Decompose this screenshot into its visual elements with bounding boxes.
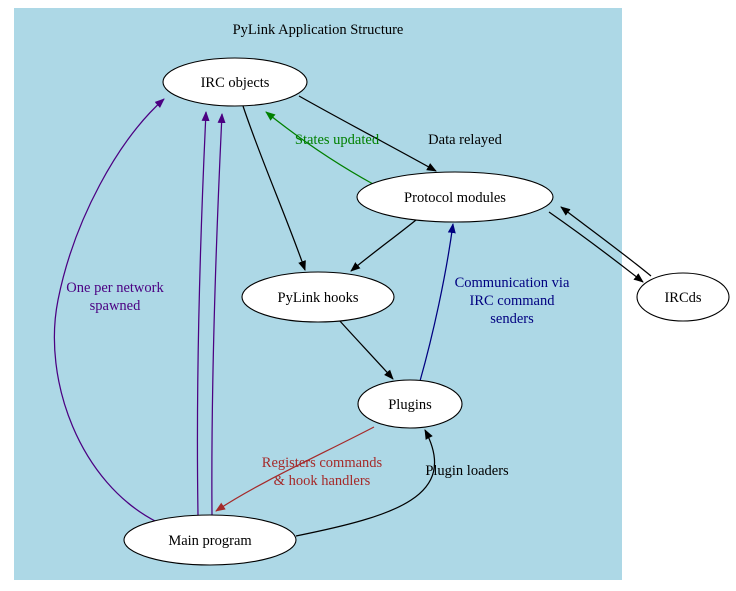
- edge-protocol-modules-to-irc-objects: [265, 111, 374, 185]
- edge-label-registers-line2: & hook handlers: [274, 473, 371, 489]
- edge-pylink-hooks-to-plugins: [338, 319, 394, 380]
- node-plugins-label: Plugins: [388, 397, 432, 413]
- edge-label-communication-line3: senders: [490, 311, 534, 327]
- edge-protocol-modules-to-pylink-hooks: [350, 219, 417, 272]
- edge-main-program-to-irc-objects-3: [211, 113, 226, 516]
- node-ircds: IRCds: [636, 272, 730, 322]
- node-plugins: Plugins: [357, 379, 463, 429]
- edge-label-registers-line1: Registers commands: [262, 455, 383, 471]
- node-main-program: Main program: [123, 514, 297, 566]
- node-protocol-modules-shape: [356, 171, 554, 223]
- node-plugins-shape: [357, 379, 463, 429]
- edge-main-program-to-irc-objects-curved: [53, 98, 165, 523]
- edge-label-one-per-network-line2: spawned: [90, 298, 141, 314]
- edge-label-plugin-loaders: Plugin loaders: [425, 463, 509, 479]
- node-main-program-shape: [123, 514, 297, 566]
- node-protocol-modules: Protocol modules: [356, 171, 554, 223]
- edge-main-program-to-irc-objects-2: [196, 111, 210, 516]
- edge-ircds-to-protocol-modules: [560, 206, 652, 277]
- edge-plugins-to-main-program: [215, 426, 375, 512]
- node-ircds-shape: [636, 272, 730, 322]
- node-irc-objects-label: IRC objects: [201, 75, 270, 91]
- node-pylink-hooks-label: PyLink hooks: [278, 290, 359, 306]
- edge-plugins-to-protocol-modules: [419, 223, 456, 382]
- node-protocol-modules-label: Protocol modules: [404, 190, 506, 206]
- edge-irc-objects-to-pylink-hooks: [242, 105, 306, 271]
- node-ircds-label: IRCds: [664, 290, 701, 306]
- edge-label-states-updated: States updated: [295, 132, 380, 148]
- edge-label-communication-line2: IRC command: [470, 293, 556, 309]
- edge-label-data-relayed: Data relayed: [428, 132, 502, 148]
- node-irc-objects-shape: [162, 57, 308, 107]
- node-pylink-hooks: PyLink hooks: [241, 271, 395, 323]
- edge-protocol-modules-to-ircds: [548, 211, 644, 283]
- node-main-program-label: Main program: [168, 533, 252, 549]
- edge-label-communication-line1: Communication via: [455, 275, 570, 291]
- node-pylink-hooks-shape: [241, 271, 395, 323]
- edge-irc-objects-to-protocol-modules: [298, 95, 437, 172]
- edge-label-one-per-network-line1: One per network: [66, 280, 164, 296]
- edge-main-program-to-plugins: [295, 429, 436, 537]
- node-irc-objects: IRC objects: [162, 57, 308, 107]
- diagram-title: PyLink Application Structure: [233, 22, 404, 38]
